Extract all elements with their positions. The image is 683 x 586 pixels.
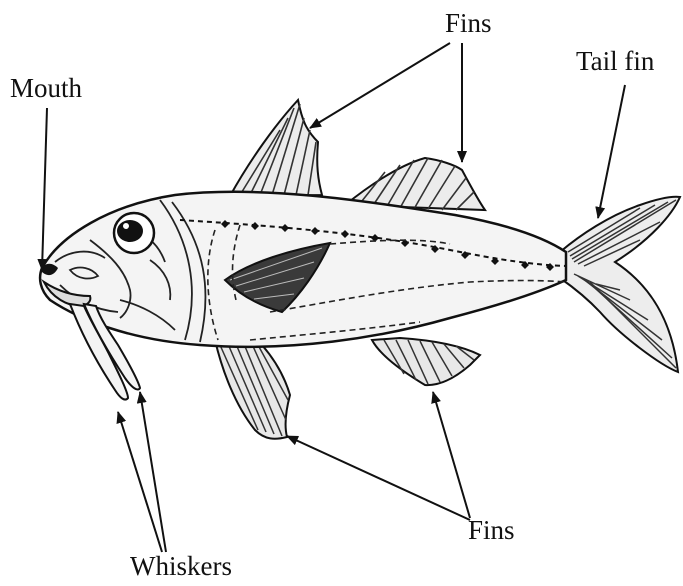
label-tail-fin: Tail fin bbox=[576, 48, 654, 75]
label-fins-top: Fins bbox=[445, 10, 492, 37]
pelvic-fin bbox=[215, 340, 290, 439]
label-whiskers: Whiskers bbox=[130, 553, 232, 580]
label-fins-bottom: Fins bbox=[468, 517, 515, 544]
arrow-fins-pelvic bbox=[287, 436, 470, 520]
tail-fin bbox=[560, 197, 680, 372]
label-mouth: Mouth bbox=[10, 75, 82, 102]
eye bbox=[114, 213, 154, 253]
arrow-fins-front bbox=[310, 43, 450, 128]
arrow-tail-fin bbox=[598, 85, 625, 218]
anal-fin bbox=[372, 338, 480, 385]
arrow-fins-anal bbox=[433, 392, 470, 518]
dorsal-fin-front bbox=[230, 100, 322, 196]
arrow-mouth bbox=[42, 108, 47, 270]
arrow-whisker-right bbox=[140, 392, 166, 552]
